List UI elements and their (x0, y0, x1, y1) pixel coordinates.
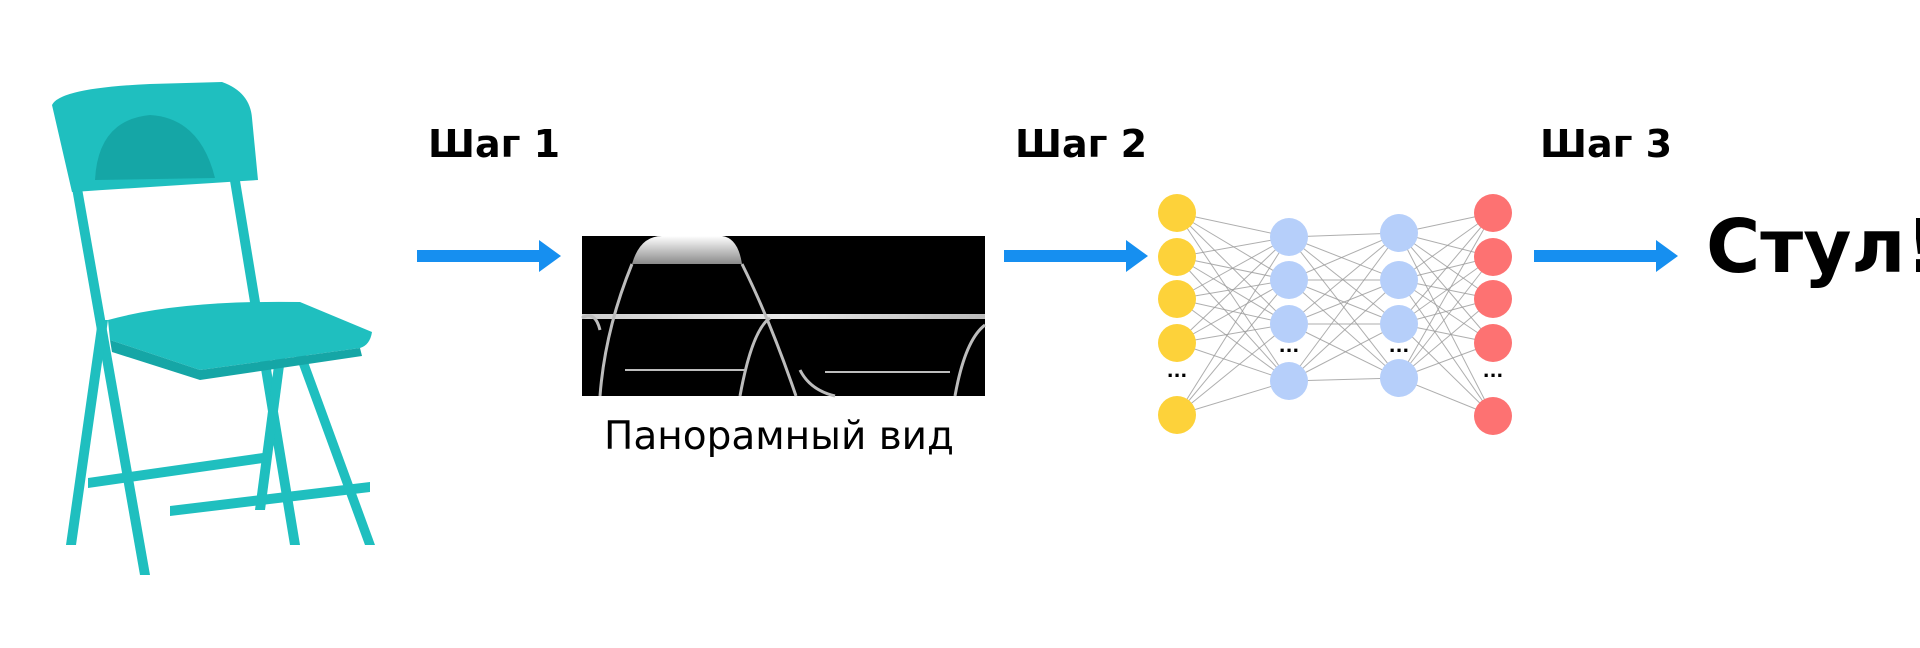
network-ellipsis: ... (1167, 361, 1188, 382)
network-edge (1398, 212, 1494, 379)
network-edge (1288, 279, 1400, 325)
network-ellipsis: ... (1279, 336, 1300, 357)
network-edges (1176, 212, 1494, 417)
network-edge (1176, 342, 1290, 382)
network-edge (1288, 279, 1400, 379)
network-edge (1398, 232, 1494, 417)
network-edge (1176, 298, 1290, 382)
network-edge (1288, 323, 1400, 382)
network-edge (1176, 380, 1290, 416)
network-node (1380, 261, 1418, 299)
network-node (1158, 238, 1196, 276)
network-node (1380, 214, 1418, 252)
network-edge (1176, 279, 1290, 416)
network-edge (1176, 256, 1290, 382)
network-node (1380, 305, 1418, 343)
network-node (1474, 238, 1512, 276)
arrow-step-2 (1004, 240, 1148, 272)
network-node (1158, 396, 1196, 434)
network-edge (1398, 256, 1494, 325)
network-edge (1398, 232, 1494, 344)
network-edge (1176, 212, 1290, 382)
arrow-step-3 (1534, 240, 1678, 272)
network-edge (1398, 298, 1494, 379)
network-ellipsis: ... (1389, 336, 1410, 357)
result-text: Стул! (1706, 204, 1920, 290)
network-edge (1176, 236, 1290, 416)
network-node (1270, 305, 1308, 343)
network-node (1380, 359, 1418, 397)
network-node (1474, 280, 1512, 318)
network-layer-4: ... (1474, 194, 1512, 435)
network-node (1474, 194, 1512, 232)
network-node (1158, 324, 1196, 362)
network-node (1474, 397, 1512, 435)
network-edge (1288, 279, 1400, 382)
step-3-label: Шаг 3 (1540, 122, 1673, 166)
network-edge (1176, 212, 1290, 238)
chair-illustration (52, 82, 375, 575)
network-node (1158, 194, 1196, 232)
network-edge (1176, 236, 1290, 344)
network-edge (1398, 212, 1494, 325)
network-edge (1398, 212, 1494, 281)
panorama-caption: Панорамный вид (604, 414, 954, 459)
network-edge (1288, 232, 1400, 281)
network-edge (1288, 323, 1400, 379)
network-edge (1288, 236, 1400, 281)
network-edge (1398, 323, 1494, 417)
network-ellipsis: ... (1483, 361, 1504, 382)
network-layer-3: ... (1380, 214, 1418, 397)
network-edge (1176, 279, 1290, 344)
network-edge (1398, 256, 1494, 379)
network-layer-1: ... (1158, 194, 1196, 434)
network-edge (1398, 279, 1494, 417)
chair-icon (52, 82, 375, 575)
arrow-step-1 (417, 240, 561, 272)
network-edge (1398, 232, 1494, 300)
network-edge (1288, 232, 1400, 325)
network-node (1270, 261, 1308, 299)
network-node (1270, 362, 1308, 400)
network-edge (1176, 323, 1290, 416)
network-edge (1176, 236, 1290, 300)
network-node (1474, 324, 1512, 362)
network-edge (1288, 232, 1400, 382)
network-layer-2: ... (1270, 218, 1308, 400)
network-node (1270, 218, 1308, 256)
step-1-label: Шаг 1 (428, 122, 561, 166)
step-2-label: Шаг 2 (1015, 122, 1148, 166)
network-node (1158, 280, 1196, 318)
